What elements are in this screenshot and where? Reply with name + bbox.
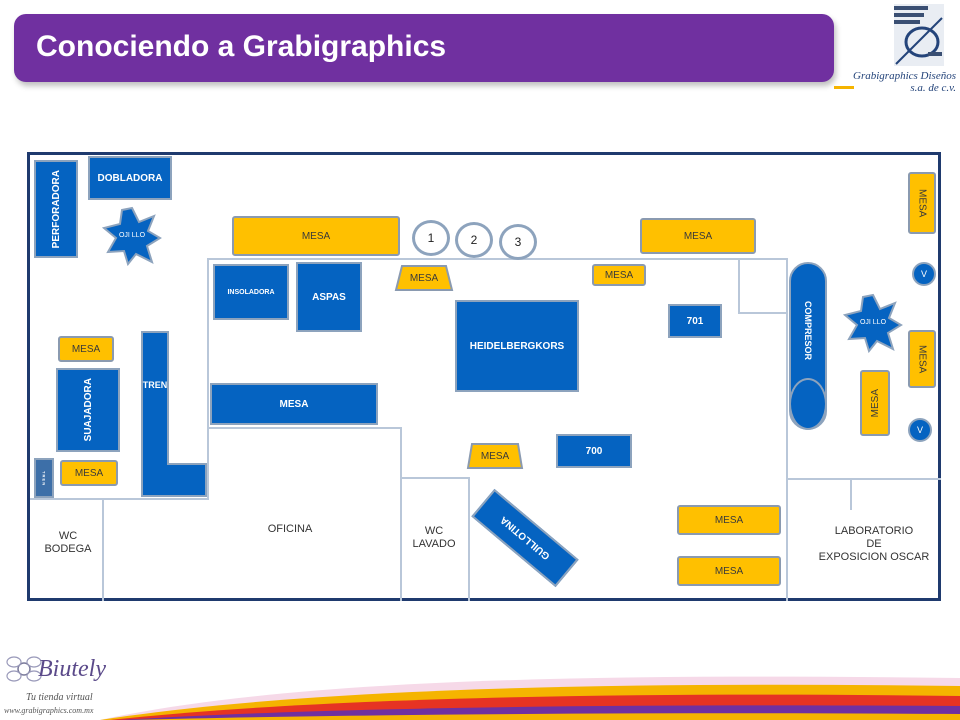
wall-inner-top [208, 258, 788, 260]
mesa-trapezoid-2-label: MESA [480, 450, 510, 462]
accent-line [834, 86, 854, 89]
mesa-right-3-label: MESA [869, 388, 881, 418]
machine-small-vertical: T R E N [34, 458, 54, 498]
mesa-bottom-right-1: MESA [677, 505, 781, 535]
mesa-bottom-right-2: MESA [677, 556, 781, 586]
wall-stub [738, 258, 740, 314]
circle-3: 3 [499, 224, 537, 260]
machine-tren-label: TREN [142, 380, 168, 390]
footer-url[interactable]: www.grabigraphics.com.mx [4, 706, 94, 715]
wall-left-join [207, 430, 209, 500]
star-ojillo-left: OJI LLO [101, 206, 162, 267]
mesa-right-3: MESA [860, 370, 890, 436]
machine-tren [141, 331, 207, 497]
title-bar: Conociendo a Grabigraphics [14, 14, 834, 82]
mesa-left: MESA [58, 336, 114, 362]
wall-inner-right [786, 258, 788, 480]
wall-lab-top [786, 478, 941, 480]
machine-suajadora-label: SUAJADORA [82, 378, 94, 442]
star-right-icon [842, 293, 903, 354]
mesa-right-2-label: MESA [916, 344, 928, 374]
wall-stub-h [738, 312, 786, 314]
machine-dobladora: DOBLADORA [88, 156, 172, 200]
flower-logo-icon [6, 656, 42, 682]
logo-name: Grabigraphics Diseños [853, 70, 956, 82]
wall-lab-left [786, 478, 788, 601]
footer-brand: Biutely [38, 656, 106, 682]
mesa-trapezoid-1: MESA [394, 264, 454, 292]
wall-oficina-top [208, 427, 402, 429]
machine-aspas: ASPAS [296, 262, 362, 332]
circle-2: 2 [455, 222, 493, 258]
room-wc-lavado: WC LAVADO [412, 525, 456, 550]
mesa-right-1-label: MESA [916, 188, 928, 218]
compresor-tank-icon [789, 378, 827, 430]
machine-compresor-label: COMPRESOR [803, 301, 813, 361]
footer-wave [100, 676, 960, 720]
logo-mark-icon [894, 4, 944, 66]
machine-700: 700 [556, 434, 632, 468]
wall-bodega [102, 498, 104, 601]
wall-lavado-top [400, 477, 470, 479]
valve-top: V [912, 262, 936, 286]
mesa-right-1: MESA [908, 172, 936, 234]
logo-wordmark: Grabigraphics Diseños s.a. de c.v. [848, 70, 956, 94]
footer-tagline: Tu tienda virtual [26, 692, 93, 703]
mesa-trapezoid-2: MESA [466, 442, 524, 470]
page-title: Conociendo a Grabigraphics [36, 30, 447, 63]
mesa-right-2: MESA [908, 330, 936, 388]
wall-oficina-right [400, 427, 402, 601]
star-ojillo-right: OJI LLO [842, 293, 903, 354]
wall-lavado-right [468, 477, 470, 601]
mesa-bottom-left: MESA [60, 460, 118, 486]
machine-perforadora: PERFORADORA [34, 160, 78, 258]
room-laboratorio: LABORATORIO DE EXPOSICION OSCAR [818, 525, 930, 563]
machine-small-label: T R E N [41, 470, 47, 486]
machine-insoladora: INSOLADORA [213, 264, 289, 320]
wall-inner-left [207, 258, 209, 430]
star-left-label: OJI LLO [118, 232, 146, 239]
star-left-icon [101, 206, 162, 267]
logo-subtitle: s.a. de c.v. [910, 82, 956, 94]
machine-mesa-blue: MESA [210, 383, 378, 425]
mesa-trapezoid-1-label: MESA [409, 272, 439, 284]
machine-perforadora-label: PERFORADORA [50, 169, 62, 249]
machine-heidelberg: HEIDELBERGKORS [455, 300, 579, 392]
company-logo [894, 4, 944, 66]
floor-plan [27, 152, 941, 601]
room-wc-bodega: WC BODEGA [44, 530, 92, 555]
mesa-top-center: MESA [232, 216, 400, 256]
mesa-small-right: MESA [592, 264, 646, 286]
star-right-label: OJI LLO [859, 319, 887, 326]
wall-left-bottom [30, 498, 208, 500]
valve-bottom: V [908, 418, 932, 442]
mesa-top-right: MESA [640, 218, 756, 254]
wall-lab-stub [850, 480, 852, 510]
room-oficina: OFICINA [267, 523, 313, 535]
machine-suajadora: SUAJADORA [56, 368, 120, 452]
circle-1: 1 [412, 220, 450, 256]
machine-701: 701 [668, 304, 722, 338]
